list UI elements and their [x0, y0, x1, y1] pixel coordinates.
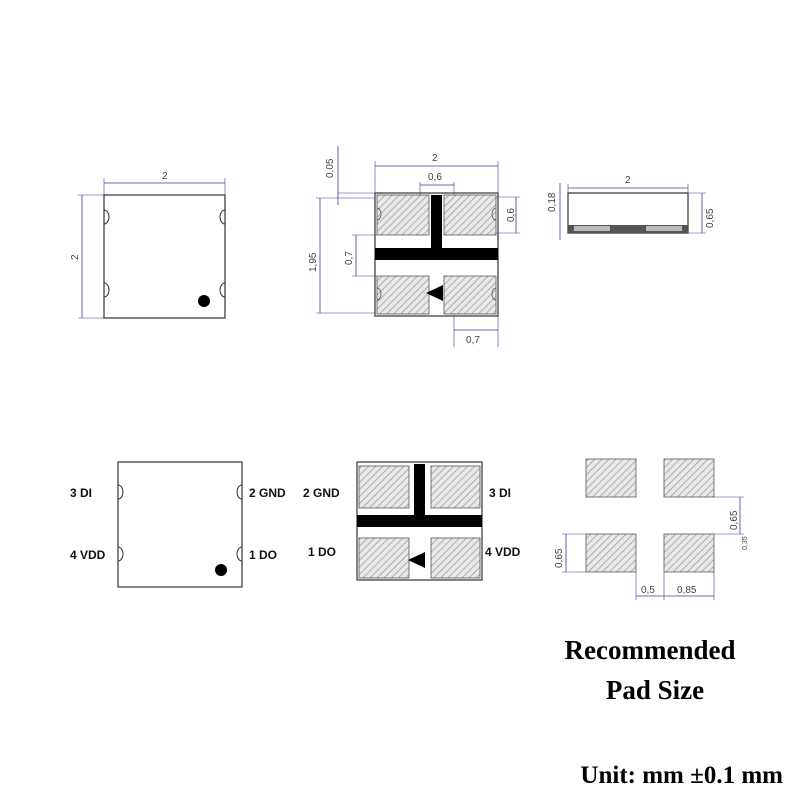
pad-small-label: 0,35	[742, 536, 749, 550]
bottom-offset-label: 0,05	[325, 158, 336, 178]
top-view: 2 2	[70, 171, 226, 319]
pin-label-2-gnd: 2 GND	[249, 486, 286, 500]
bottom-height-label: 1,95	[308, 252, 319, 272]
side-height-label: 0,65	[705, 208, 716, 228]
top-width-label: 2	[162, 171, 168, 182]
pad-top-left	[376, 194, 430, 236]
side-view-base	[568, 225, 688, 233]
bottom-pad-len-label: 0,7	[466, 335, 480, 346]
unit-text: Unit: mm ±0.1 mm	[580, 762, 783, 789]
pinout-pin1-dot	[215, 564, 227, 576]
land-pad-bottom-right	[663, 533, 715, 573]
pin-label-4-vdd-bottom: 4 VDD	[485, 545, 521, 559]
orientation-triangle	[426, 285, 443, 301]
notch-right-lower	[219, 282, 226, 298]
notch-left-lower	[103, 282, 110, 298]
pad-width-label: 0,85	[677, 585, 697, 596]
pinout-bottom-view: 2 GND 3 DI 1 DO 4 VDD	[303, 461, 521, 581]
bottom-pad-width-label: 0,6	[506, 208, 517, 222]
pinout-bar-vertical	[414, 464, 425, 516]
pinout-top-view: 3 DI 2 GND 4 VDD 1 DO	[70, 461, 286, 588]
land-pad-bottom-left	[585, 533, 637, 573]
pinout-orientation-triangle	[408, 552, 425, 568]
top-height-label: 2	[70, 254, 81, 260]
caption-line1: Recommended	[565, 635, 736, 665]
bottom-width-label: 2	[432, 153, 438, 164]
pin-label-1-do-bottom: 1 DO	[308, 545, 336, 559]
center-bar-horizontal	[375, 248, 498, 260]
pin-label-1-do: 1 DO	[249, 548, 277, 562]
caption-line2: Pad Size	[606, 675, 704, 705]
pad-bottom-right	[443, 275, 497, 315]
pad-gap-label: 0,65	[729, 510, 740, 530]
pad-bottom-left	[376, 275, 430, 315]
side-width-label: 2	[625, 175, 631, 186]
side-base-label: 0,18	[547, 192, 558, 212]
bottom-view: 2 0,6 0,05 1,95 0,7 0,6 0,7	[308, 146, 520, 347]
land-pad-top-right	[663, 458, 715, 498]
bottom-pitch-label: 0,7	[344, 251, 355, 265]
pin-label-4-vdd: 4 VDD	[70, 548, 106, 562]
notch-left-upper	[103, 209, 110, 225]
land-pad-top-left	[585, 458, 637, 498]
pin-label-3-di-bottom: 3 DI	[489, 486, 511, 500]
pin-label-2-gnd-bottom: 2 GND	[303, 486, 340, 500]
pad-layout: 0,65 0,35 0,65 0,5 0,85	[554, 458, 749, 600]
side-view: 2 0,18 0,65	[547, 175, 716, 240]
center-bar-vertical	[431, 195, 442, 253]
pad-height-label: 0,65	[554, 548, 565, 568]
notch-right-upper	[219, 209, 226, 225]
pad-spacing-label: 0,5	[641, 585, 655, 596]
bottom-center-label: 0,6	[428, 172, 442, 183]
pinout-bar-horizontal	[357, 515, 482, 527]
pad-top-right	[443, 194, 497, 236]
pin1-dot	[198, 295, 210, 307]
pin-label-3-di: 3 DI	[70, 486, 92, 500]
